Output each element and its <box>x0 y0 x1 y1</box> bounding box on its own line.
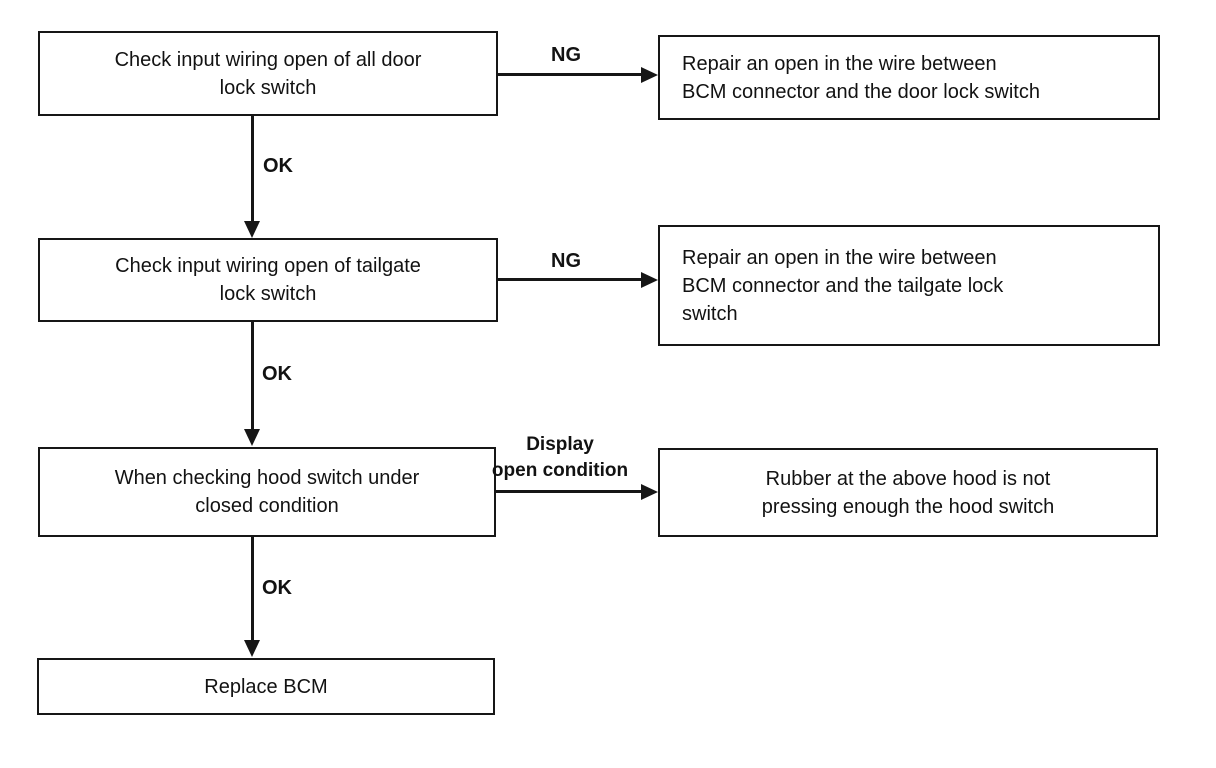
node-text-line: switch <box>682 302 738 325</box>
node-text-line: pressing enough the hood switch <box>761 495 1055 518</box>
edge-label-ng-tailgate: NG <box>551 250 581 272</box>
node-check-tailgate-lock: Check input wiring open of tailgate lock… <box>38 238 498 322</box>
node-text-line: When checking hood switch under <box>114 467 420 489</box>
edge-label-ok-tailgate: OK <box>262 363 292 385</box>
arrow-ok-tailgate-head <box>244 429 260 446</box>
node-text-line: Repair an open in the wire between <box>682 246 997 269</box>
edge-label-ok-hood: OK <box>262 577 292 599</box>
node-replace-bcm: Replace BCM <box>37 658 495 715</box>
arrow-ng-door-line <box>498 73 644 76</box>
node-text-line: Repair an open in the wire between <box>682 52 997 75</box>
node-check-door-lock: Check input wiring open of all door lock… <box>38 31 498 116</box>
edge-label-line: open condition <box>491 460 629 481</box>
arrow-display-open-head <box>641 484 658 500</box>
edge-label-ng-door: NG <box>551 44 581 66</box>
edge-label-ok-door: OK <box>263 155 293 177</box>
edge-label-line: Display <box>526 434 594 455</box>
node-text-line: Replace BCM <box>204 675 328 698</box>
arrow-ng-door-head <box>641 67 658 83</box>
arrow-ok-hood-line <box>251 537 254 641</box>
node-repair-tailgate-wire: Repair an open in the wire between BCM c… <box>658 225 1160 346</box>
node-text-line: lock switch <box>219 283 317 305</box>
node-text-line: Check input wiring open of all door <box>114 48 422 71</box>
arrow-ok-door-line <box>251 116 254 222</box>
node-text-line: closed condition <box>195 495 339 517</box>
arrow-ok-tailgate-line <box>251 322 254 430</box>
edge-label-display-open: Display open condition <box>478 432 642 484</box>
arrow-ng-tailgate-head <box>641 272 658 288</box>
arrow-display-open-line <box>496 490 644 493</box>
arrow-ok-door-head <box>244 221 260 238</box>
node-text-line: Rubber at the above hood is not <box>765 467 1051 490</box>
node-text-line: lock switch <box>219 76 317 99</box>
node-rubber-hood: Rubber at the above hood is not pressing… <box>658 448 1158 537</box>
node-text-line: Check input wiring open of tailgate <box>115 255 421 277</box>
arrow-ok-hood-head <box>244 640 260 657</box>
arrow-ng-tailgate-line <box>498 278 644 281</box>
node-check-hood-switch: When checking hood switch under closed c… <box>38 447 496 537</box>
node-text-line: BCM connector and the tailgate lock <box>682 274 1004 297</box>
node-repair-door-wire: Repair an open in the wire between BCM c… <box>658 35 1160 120</box>
node-text-line: BCM connector and the door lock switch <box>682 80 1040 103</box>
